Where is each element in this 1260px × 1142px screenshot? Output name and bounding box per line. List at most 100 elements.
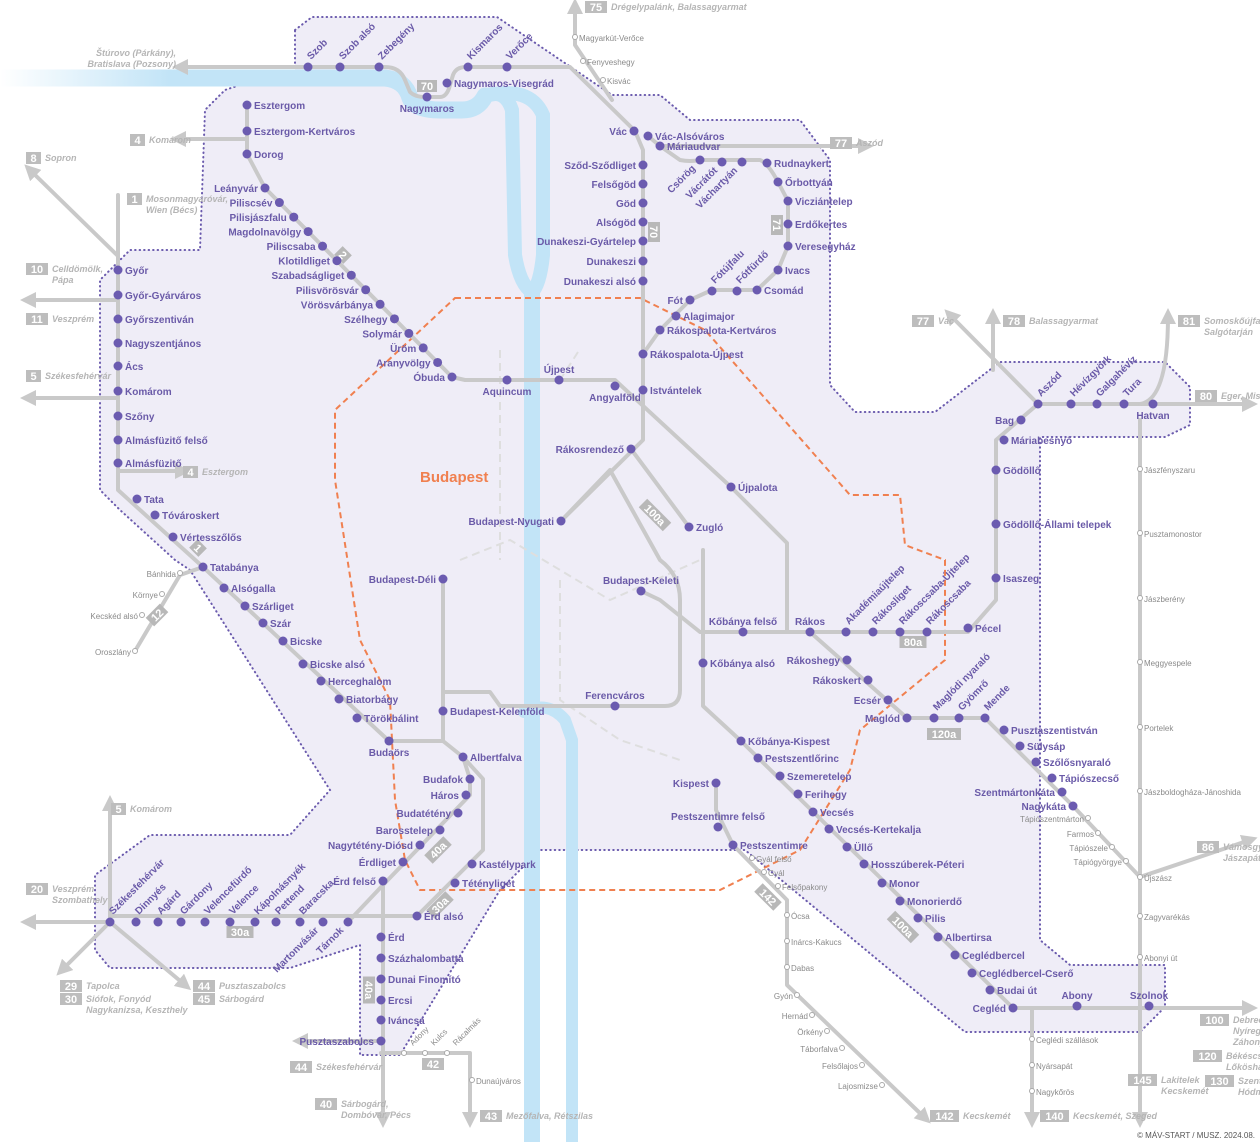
station-dot[interactable] [442, 78, 452, 88]
station-dot[interactable] [695, 155, 705, 165]
station-godollo[interactable]: Gödöllő [991, 465, 1041, 478]
minor-station-dunaujvaros[interactable]: Dunaújváros [469, 1077, 521, 1086]
station-dot[interactable] [334, 694, 344, 704]
minor-station-meggyespele[interactable]: Meggyespele [1137, 659, 1193, 668]
station-dot[interactable] [963, 623, 973, 633]
station-rakospalota-kertvaros[interactable]: Rákospalota-Kertváros [655, 325, 777, 338]
station-dot[interactable] [113, 314, 123, 324]
station-dot[interactable] [698, 658, 708, 668]
minor-station-dot[interactable] [824, 1028, 830, 1034]
station-torokbalint[interactable]: Törökbálint [352, 713, 420, 726]
station-kobanya-kispest[interactable]: Kőbánya-Kispest [736, 736, 831, 749]
station-dot[interactable] [176, 917, 186, 927]
minor-station-dot[interactable] [775, 883, 781, 889]
station-dot[interactable] [242, 100, 252, 110]
station-dot[interactable] [1008, 1003, 1018, 1013]
station-gyor-gyarvaros[interactable]: Győr-Gyárváros [113, 290, 202, 303]
station-dot[interactable] [707, 286, 717, 296]
minor-station-ocsa[interactable]: Ócsa [784, 912, 811, 921]
station-dot[interactable] [219, 583, 229, 593]
minor-station-gyal-felso[interactable]: Gyál felső [749, 855, 793, 864]
station-monorierdo[interactable]: Monorierdő [895, 896, 963, 909]
minor-station-tapiogyorgye[interactable]: Tápiógyörgye [1074, 858, 1129, 867]
station-dot[interactable] [242, 149, 252, 159]
station-godollo-allami-telepek[interactable]: Gödöllő-Állami telepek [991, 518, 1112, 531]
station-dot[interactable] [638, 349, 648, 359]
station-dot[interactable] [929, 713, 939, 723]
station-kobanya-also[interactable]: Kőbánya alsó [698, 658, 776, 671]
station-klotildliget[interactable]: Klotildliget [278, 256, 342, 268]
minor-station-dot[interactable] [159, 591, 165, 597]
station-dot[interactable] [389, 314, 399, 324]
station-ullo[interactable]: Üllő [842, 841, 873, 854]
station-dot[interactable] [113, 386, 123, 396]
station-albertirsa[interactable]: Albertirsa [933, 932, 993, 945]
station-dot[interactable] [376, 1036, 386, 1046]
station-dot[interactable] [671, 311, 681, 321]
station-nagymaros-visegrad[interactable]: Nagymaros-Visegrád [442, 78, 554, 91]
station-komarom[interactable]: Komárom [113, 386, 172, 399]
station-rakoskert[interactable]: Rákoskert [813, 675, 873, 688]
station-dot[interactable] [113, 411, 123, 421]
station-biatorbagy[interactable]: Biatorbágy [334, 694, 399, 707]
station-erd[interactable]: Érd [376, 931, 405, 944]
station-dot[interactable] [318, 241, 328, 251]
station-dot[interactable] [783, 219, 793, 229]
station-dot[interactable] [1148, 399, 1158, 409]
station-dot[interactable] [415, 840, 425, 850]
station-dot[interactable] [610, 701, 620, 711]
minor-station-dot[interactable] [422, 1050, 428, 1056]
station-szolosnyaralo[interactable]: Szőlősnyaraló [1031, 757, 1111, 770]
station-dot[interactable] [636, 586, 646, 596]
station-dot[interactable] [773, 265, 783, 275]
minor-station-hernad[interactable]: Hernád [782, 1012, 815, 1021]
station-dot[interactable] [554, 375, 564, 385]
minor-station-dot[interactable] [784, 912, 790, 918]
station-dot[interactable] [295, 917, 305, 927]
station-ercsi[interactable]: Ercsi [376, 995, 413, 1008]
minor-station-inarcs-kakucs[interactable]: Inárcs-Kakucs [784, 938, 842, 947]
station-ivancsa[interactable]: Iváncsa [376, 1015, 426, 1028]
station-dot[interactable] [153, 917, 163, 927]
station-dot[interactable] [895, 627, 905, 637]
station-budai-ut[interactable]: Budai út [985, 985, 1038, 998]
station-dot[interactable] [713, 822, 723, 832]
station-dot[interactable] [113, 290, 123, 300]
station-dot[interactable] [991, 465, 1001, 475]
station-dunai-finomito[interactable]: Dunai Finomító [376, 974, 461, 987]
station-vorosvarbanya[interactable]: Vörösvárbánya [301, 299, 385, 312]
station-dot[interactable] [805, 627, 815, 637]
station-dot[interactable] [753, 753, 763, 763]
station-csomad[interactable]: Csomád [752, 285, 804, 298]
station-dot[interactable] [999, 725, 1009, 735]
minor-station-nagykoros[interactable]: Nagykőrös [1029, 1088, 1075, 1097]
station-dot[interactable] [1066, 399, 1076, 409]
station-dot[interactable] [242, 126, 252, 136]
station-rakosrendezo[interactable]: Rákosrendező [556, 444, 636, 457]
minor-station-abonyi-ut[interactable]: Abonyi út [1137, 954, 1179, 963]
station-dot[interactable] [638, 217, 648, 227]
station-hatvan[interactable]: Hatvan [1136, 399, 1170, 423]
station-kastelypark[interactable]: Kastélypark [467, 859, 537, 872]
station-dot[interactable] [1068, 801, 1078, 811]
station-dot[interactable] [711, 778, 721, 788]
minor-station-dot[interactable] [1137, 595, 1143, 601]
station-rudnaykert[interactable]: Rudnaykert [762, 158, 830, 171]
minor-station-dot[interactable] [859, 1062, 865, 1068]
station-budapest-keleti[interactable]: Budapest-Keleti [603, 576, 679, 596]
station-dot[interactable] [132, 494, 142, 504]
station-esztergom-kertvaros[interactable]: Esztergom-Kertváros [242, 126, 356, 139]
minor-station-dot[interactable] [784, 938, 790, 944]
station-dot[interactable] [883, 695, 893, 705]
station-zuglo[interactable]: Zugló [684, 522, 724, 535]
station-dot[interactable] [933, 932, 943, 942]
station-dot[interactable] [198, 562, 208, 572]
minor-station-dot[interactable] [600, 77, 606, 83]
station-dot[interactable] [260, 183, 270, 193]
minor-station-dot[interactable] [177, 570, 183, 576]
station-pestszentlorinc[interactable]: Pestszentlőrinc [753, 753, 840, 766]
minor-station-dot[interactable] [1137, 659, 1143, 665]
station-dot[interactable] [438, 574, 448, 584]
station-dot[interactable] [465, 774, 475, 784]
minor-station-dot[interactable] [1029, 1088, 1035, 1094]
